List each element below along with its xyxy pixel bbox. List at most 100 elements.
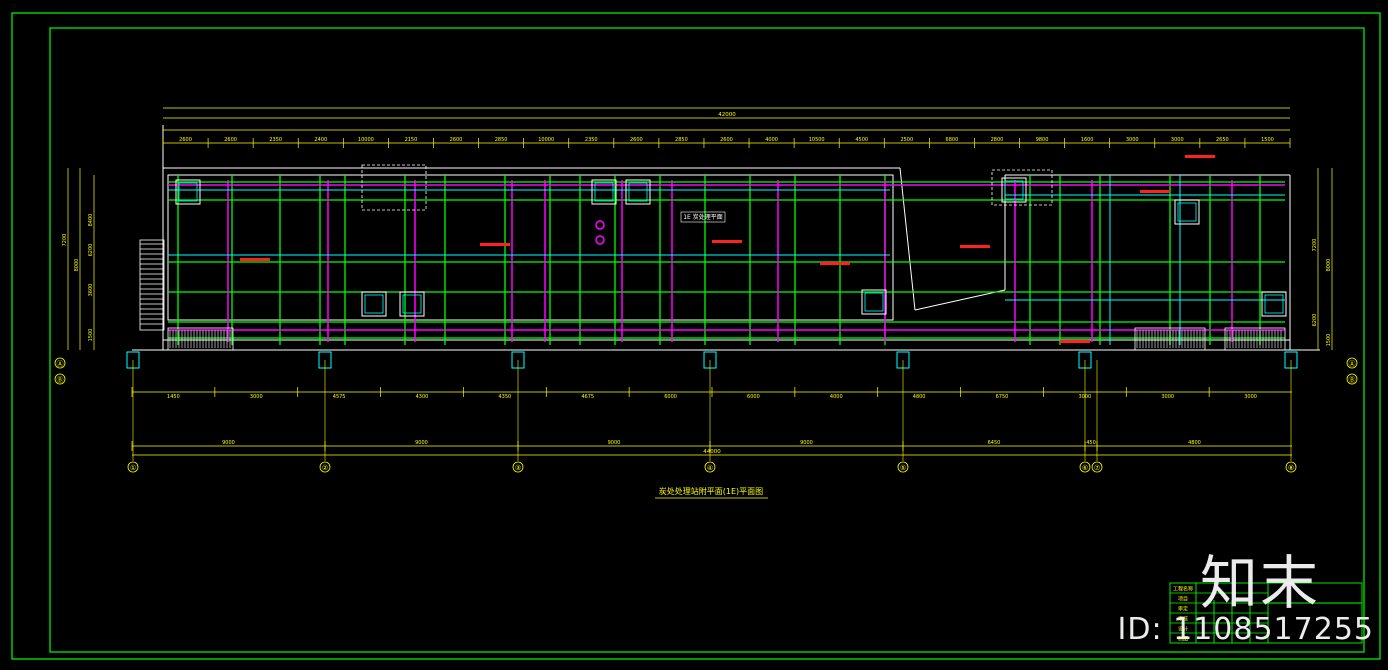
bottom-dim-label-row2: 4800 bbox=[1188, 440, 1201, 446]
bottom-dim-label: 4675 bbox=[581, 394, 594, 400]
bottom-dim-label: 4300 bbox=[416, 394, 429, 400]
zone-label-1-box bbox=[680, 211, 726, 223]
top-dim-label: 10500 bbox=[809, 137, 825, 143]
axis-bubble bbox=[897, 461, 909, 473]
red-note-mark bbox=[480, 243, 510, 246]
axis-bubble bbox=[319, 461, 331, 473]
top-dim-label: 2600 bbox=[450, 137, 463, 143]
axis-bubble-label: ③ bbox=[515, 464, 521, 472]
stair-left bbox=[139, 239, 165, 331]
axis-bubble bbox=[704, 461, 716, 473]
bottom-dim-label: 3000 bbox=[250, 394, 263, 400]
bottom-dim-label-row2: 9000 bbox=[415, 440, 428, 446]
columns bbox=[126, 351, 1298, 369]
equipment-box-inner bbox=[1004, 180, 1024, 200]
top-dim-label: 2850 bbox=[675, 137, 688, 143]
top-dim-label: 3000 bbox=[1171, 137, 1184, 143]
top-overall-label: 42000 bbox=[718, 112, 736, 118]
left-dim-label: 1500 bbox=[88, 329, 94, 342]
bottom-dim-label: 3000 bbox=[1161, 394, 1174, 400]
equipment-box-inner bbox=[364, 294, 384, 314]
bottom-dim-label: 4350 bbox=[498, 394, 511, 400]
left-dim-label: 3600 bbox=[88, 284, 94, 297]
watermark-brand: 知末 bbox=[1199, 549, 1320, 617]
top-dim-label: 4000 bbox=[765, 137, 778, 143]
hatched-bottom-left bbox=[167, 327, 234, 351]
equipment-boxes bbox=[175, 164, 1287, 317]
bottom-dim-label: 4800 bbox=[913, 394, 926, 400]
top-dim-label: 10000 bbox=[538, 137, 554, 143]
axis-bubble-label: ⑤ bbox=[900, 464, 906, 472]
tank-outline bbox=[991, 169, 1053, 206]
equipment-box-inner bbox=[864, 292, 884, 312]
bottom-dim-label-row2: 450 bbox=[1086, 440, 1096, 446]
equipment-box bbox=[861, 289, 887, 315]
red-note-mark bbox=[1140, 190, 1170, 193]
axis-side-bubble bbox=[54, 373, 66, 385]
equipment-box-inner bbox=[1264, 294, 1284, 314]
top-dim-label: 3000 bbox=[1126, 137, 1139, 143]
outer-frame bbox=[11, 12, 1381, 660]
axis-side-bubble bbox=[54, 357, 66, 369]
left-dim-label: 7200 bbox=[62, 234, 68, 247]
bottom-dim-label: 6000 bbox=[747, 394, 760, 400]
top-dim-label: 2800 bbox=[991, 137, 1004, 143]
equipment-box-inner bbox=[1177, 202, 1197, 222]
axis-bubble-label: ① bbox=[130, 464, 136, 472]
bottom-dim-label: 4000 bbox=[830, 394, 843, 400]
red-note-mark bbox=[1060, 340, 1090, 343]
red-note-mark bbox=[1185, 155, 1215, 158]
red-note-mark bbox=[820, 262, 850, 265]
right-dim-label: 7200 bbox=[1312, 239, 1318, 252]
red-notes bbox=[240, 155, 1215, 343]
left-dimension-lines bbox=[67, 168, 1333, 350]
red-note-mark bbox=[240, 258, 270, 261]
bottom-overall-label: 44000 bbox=[703, 449, 721, 455]
bottom-dim-label: 6750 bbox=[996, 394, 1009, 400]
building-outline bbox=[132, 125, 1320, 351]
top-dim-label: 4500 bbox=[855, 137, 868, 143]
axis-side-bubble bbox=[1346, 357, 1358, 369]
equipment-box bbox=[1001, 177, 1027, 203]
bottom-dim-label-row2: 9000 bbox=[222, 440, 235, 446]
bottom-dim-label-row2: 9000 bbox=[800, 440, 813, 446]
equipment-box bbox=[625, 179, 651, 205]
equipment-box-inner bbox=[178, 182, 198, 202]
right-dim-label: 8000 bbox=[1326, 259, 1332, 272]
red-circle-mark bbox=[595, 220, 605, 230]
top-dim-label: 2600 bbox=[224, 137, 237, 143]
top-dim-label: 1500 bbox=[1261, 137, 1274, 143]
equipment-box bbox=[1261, 291, 1287, 317]
magenta-beams bbox=[168, 180, 1285, 342]
top-dim-label: 2350 bbox=[269, 137, 282, 143]
equipment-box-inner bbox=[594, 182, 614, 202]
top-dim-label: 2600 bbox=[179, 137, 192, 143]
top-dim-label: 2650 bbox=[1216, 137, 1229, 143]
bottom-dim-label: 3000 bbox=[1244, 394, 1257, 400]
axis-bubble bbox=[1079, 461, 1091, 473]
right-dim-label: 1500 bbox=[1326, 334, 1332, 347]
right-dim-label: 6200 bbox=[1312, 314, 1318, 327]
axis-side-label: Ⓐ bbox=[1349, 360, 1356, 368]
bottom-dim-label: 4575 bbox=[333, 394, 346, 400]
title-block-row-label: 审定 bbox=[1178, 606, 1188, 613]
left-dim-label: 8400 bbox=[88, 214, 94, 227]
title-block-row-label: 项目 bbox=[1178, 597, 1188, 603]
hatched-bottom-right bbox=[1134, 327, 1286, 351]
equipment-box bbox=[361, 291, 387, 317]
axis-bubble bbox=[127, 461, 139, 473]
equipment-box bbox=[399, 291, 425, 317]
top-dim-label: 2500 bbox=[900, 137, 913, 143]
bottom-dim-label-row2: 6450 bbox=[988, 440, 1001, 446]
top-dim-label: 2600 bbox=[720, 137, 733, 143]
red-note-mark bbox=[960, 245, 990, 248]
axis-bubble-label: ⑧ bbox=[1288, 464, 1294, 472]
axis-side-label: Ⓑ bbox=[1349, 376, 1356, 384]
top-dim-label: 2600 bbox=[630, 137, 643, 143]
top-dim-label: 6800 bbox=[946, 137, 959, 143]
inner-frame bbox=[49, 27, 1365, 653]
axis-bubble bbox=[512, 461, 524, 473]
bottom-dim-label: 6000 bbox=[664, 394, 677, 400]
